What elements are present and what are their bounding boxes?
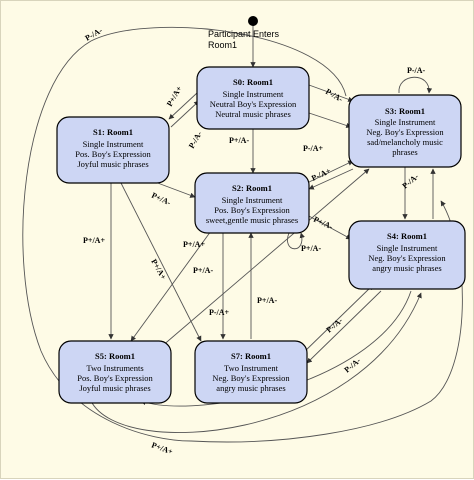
label-s0-s2: P+/A-: [229, 136, 249, 145]
label-s0-s1-a: P+/A+: [165, 84, 184, 108]
state-s5[interactable]: S5: Room1 Two Instruments Pos. Boy's Exp…: [58, 340, 172, 404]
state-s3-line: sad/melancholy music: [367, 137, 443, 147]
label-top-left: P-/A-: [84, 26, 105, 43]
state-s5-line: Pos. Boy's Expression: [77, 373, 153, 383]
state-s0-line: Neutral Boy's Expression: [210, 99, 297, 109]
start-label-line1: Participant Enters: [208, 29, 280, 39]
label-s2-s3-a: P-/A+: [303, 144, 324, 153]
edge-s0-s3-b: [308, 112, 352, 129]
edge-s7-s4: [300, 284, 374, 356]
state-s1-title: S1: Room1: [93, 127, 133, 137]
state-s2[interactable]: S2: Room1 Single Instrument Pos. Boy's E…: [194, 172, 310, 234]
label-s5-s3: P-/A-: [401, 172, 421, 191]
state-s7-title: S7: Room1: [231, 351, 271, 361]
label-s3-self: P-/A-: [407, 66, 426, 75]
state-s2-line: sweet,gentle music phrases: [206, 215, 298, 225]
label-s0-s3: P-/A-: [324, 87, 345, 104]
state-s0-line: Single Instrument: [223, 89, 284, 99]
label-s7-s4: P-/A-: [325, 316, 345, 335]
state-s7-line: angry music phrases: [216, 383, 285, 393]
label-s2-self: P+/A-: [301, 244, 321, 253]
label-s2-s5: P+/A+: [183, 240, 205, 249]
state-s1[interactable]: S1: Room1 Single Instrument Pos. Boy's E…: [56, 116, 170, 184]
state-s0-title: S0: Room1: [233, 77, 273, 87]
state-s3-line: phrases: [392, 147, 418, 157]
label-s3-s4: P+/A-: [312, 215, 334, 232]
edge-s0-s3-a: [308, 84, 354, 102]
edge-s2-s4: [306, 214, 352, 240]
label-s1-s5: P+/A+: [83, 236, 105, 245]
edge-s5-s3: [160, 168, 370, 348]
label-s1-s7: P+/A+: [149, 258, 168, 282]
state-s1-line: Single Instrument: [83, 139, 144, 149]
state-s4[interactable]: S4: Room1 Single Instrument Neg. Boy's E…: [348, 220, 466, 290]
state-s2-title: S2: Room1: [232, 183, 272, 193]
state-s4-line: Neg. Boy's Expression: [368, 253, 446, 263]
label-s4-s7: P-/A-: [343, 356, 363, 375]
label-s2-s4: P+/A-: [257, 296, 277, 305]
edge-s2-s3-b: [308, 168, 354, 190]
state-s4-line: angry music phrases: [372, 263, 441, 273]
edge-s4-s7: [306, 290, 382, 364]
edge-s2-s3-a: [306, 160, 354, 184]
state-s4-title: S4: Room1: [387, 231, 427, 241]
label-bottom: P+/A+: [150, 440, 174, 456]
edge-s2-s5: [130, 230, 212, 342]
label-s0-s1-b: P-/A-: [187, 129, 204, 150]
state-s0[interactable]: S0: Room1 Single Instrument Neutral Boy'…: [196, 66, 310, 130]
label-s1-s2: P+/A-: [150, 191, 172, 208]
state-s3-line: Neg. Boy's Expression: [366, 127, 444, 137]
state-s2-line: Pos. Boy's Expression: [214, 205, 290, 215]
state-s7-line: Two Instrument: [224, 363, 279, 373]
start-label-line2: Room1: [208, 40, 237, 50]
transitions: [22, 23, 463, 443]
edge-s3-self: [398, 76, 433, 94]
state-s3-title: S3: Room1: [385, 106, 425, 116]
state-s2-line: Single Instrument: [222, 195, 283, 205]
state-s0-line: Neutral music phrases: [215, 109, 291, 119]
edge-s5-s4: [90, 292, 422, 433]
edge-outer-loop: [22, 27, 463, 443]
edge-s0-s1-a: [168, 92, 198, 120]
state-s3[interactable]: S3: Room1 Single Instrument Neg. Boy's E…: [348, 94, 462, 168]
edge-s1-s7: [120, 182, 202, 342]
state-s7-line: Neg. Boy's Expression: [212, 373, 290, 383]
label-s2-s7: P+/A-: [193, 266, 213, 275]
state-s7[interactable]: S7: Room1 Two Instrument Neg. Boy's Expr…: [194, 340, 308, 404]
state-s3-line: Single Instrument: [375, 117, 436, 127]
label-s7-s2: P-/A+: [209, 308, 230, 317]
edge-s2-self: [287, 232, 305, 250]
edge-s0-s1-b: [170, 100, 200, 128]
state-s5-title: S5: Room1: [95, 351, 135, 361]
initial-state-dot: [248, 16, 258, 26]
state-s5-line: Joyful music phrases: [79, 383, 150, 393]
state-s1-line: Pos. Boy's Expression: [75, 149, 151, 159]
state-s1-line: Joyful music phrases: [77, 159, 148, 169]
state-s4-line: Single Instrument: [377, 243, 438, 253]
state-s5-line: Two Instruments: [86, 363, 143, 373]
